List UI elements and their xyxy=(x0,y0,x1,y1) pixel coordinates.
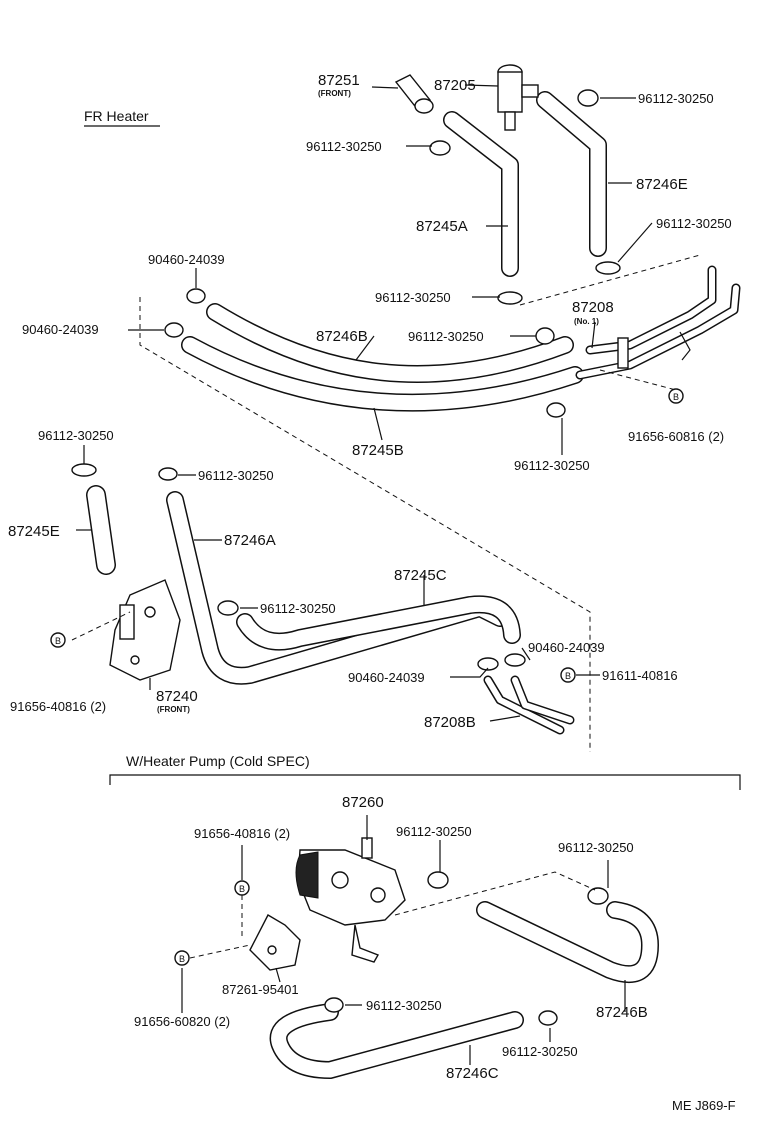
hose-87246E xyxy=(536,91,607,257)
label-clip-c: 90460-24039 xyxy=(528,640,605,655)
clamp-g-part xyxy=(71,463,97,477)
clip-c-part xyxy=(477,657,499,671)
label-87245E: 87245E xyxy=(8,523,60,540)
bolt-c-icon: B xyxy=(50,632,66,648)
bolt-e-icon: B xyxy=(174,950,190,966)
svg-text:B: B xyxy=(239,884,245,894)
hose-87246B-lower xyxy=(476,901,659,983)
tee-87205 xyxy=(497,64,539,131)
clamp-m-part xyxy=(538,1010,558,1026)
label-87240: 87240 xyxy=(156,688,198,705)
label-clip-a: 90460-24039 xyxy=(148,252,225,267)
label-87208B: 87208B xyxy=(424,714,476,731)
label-87245A: 87245A xyxy=(416,218,468,235)
label-clip-d: 90460-24039 xyxy=(348,670,425,685)
clamp-c-part xyxy=(595,261,621,275)
label-bolt-b: 91611-40816 xyxy=(602,668,678,683)
clamp-f-part xyxy=(546,402,566,418)
label-87246B-lower: 87246B xyxy=(596,1004,648,1021)
hose-87245E xyxy=(86,485,116,575)
label-bolt-e: 91656-60820 (2) xyxy=(134,1014,230,1029)
label-bolt-a: 91656-60816 (2) xyxy=(628,429,724,444)
svg-text:B: B xyxy=(55,636,61,646)
label-clamp-a: 96112-30250 xyxy=(638,91,714,106)
label-clamp-k: 96112-30250 xyxy=(558,840,634,855)
bracket-87240 xyxy=(109,579,181,681)
clamp-k-part xyxy=(587,887,609,905)
hose-87246A xyxy=(166,491,509,685)
pipe-87208B xyxy=(483,675,575,735)
label-clamp-l: 96112-30250 xyxy=(366,998,442,1013)
svg-text:B: B xyxy=(565,671,571,681)
clip-b-part xyxy=(164,322,184,338)
bolt-b-icon: B xyxy=(560,667,576,683)
label-clamp-m: 96112-30250 xyxy=(502,1044,578,1059)
assembly-outline xyxy=(71,254,701,959)
clamp-l-part xyxy=(324,997,344,1013)
clip-d-part xyxy=(504,653,526,667)
label-87260: 87260 xyxy=(342,794,384,811)
label-87251: 87251 xyxy=(318,72,360,89)
hose-87246C xyxy=(269,1003,524,1079)
label-87240-sub: (FRONT) xyxy=(157,705,190,714)
bolt-d-icon: B xyxy=(234,880,250,896)
label-87208: 87208 xyxy=(572,299,614,316)
label-clamp-h: 96112-30250 xyxy=(198,468,274,483)
label-clamp-b: 96112-30250 xyxy=(306,139,382,154)
label-clip-b: 90460-24039 xyxy=(22,322,99,337)
fitting-87251 xyxy=(394,74,434,114)
label-clamp-d: 96112-30250 xyxy=(375,290,451,305)
label-bolt-c: 91656-40816 (2) xyxy=(10,699,106,714)
bracket-87261 xyxy=(249,914,301,971)
hose-87245C xyxy=(236,595,521,651)
hose-87245A xyxy=(443,111,519,277)
label-87246B: 87246B xyxy=(316,328,368,345)
label-clamp-f: 96112-30250 xyxy=(514,458,590,473)
label-87245B: 87245B xyxy=(352,442,404,459)
section-title-fr-heater: FR Heater xyxy=(84,108,149,124)
label-clamp-c: 96112-30250 xyxy=(656,216,732,231)
label-clamp-e: 96112-30250 xyxy=(408,329,484,344)
bolt-a-icon: B xyxy=(668,388,684,404)
svg-text:B: B xyxy=(179,954,185,964)
clamp-e-part xyxy=(535,327,555,345)
label-clamp-j: 96112-30250 xyxy=(396,824,472,839)
label-87246C: 87246C xyxy=(446,1065,499,1082)
label-clamp-i: 96112-30250 xyxy=(260,601,336,616)
labels: FR Heater W/Heater Pump (Cold SPEC) 8725… xyxy=(8,72,736,1113)
clamp-d-part xyxy=(497,291,523,305)
leader-lines xyxy=(76,84,653,1065)
label-bolt-d: 91656-40816 (2) xyxy=(194,826,290,841)
label-87245C: 87245C xyxy=(394,567,447,584)
label-87205: 87205 xyxy=(434,77,476,94)
clip-a-part xyxy=(186,288,206,304)
pump-87260 xyxy=(295,837,406,963)
label-87208-sub: (No. 1) xyxy=(574,317,599,326)
footer-code: ME J869-F xyxy=(672,1098,736,1113)
hose-87246B xyxy=(206,303,574,383)
hose-87245B xyxy=(181,336,584,412)
label-87251-sub: (FRONT) xyxy=(318,89,351,98)
clamp-h-part xyxy=(158,467,178,481)
clamp-j-part xyxy=(427,871,449,889)
clamp-b-part xyxy=(429,140,451,156)
svg-text:B: B xyxy=(673,392,679,402)
clamp-a-part xyxy=(577,89,599,107)
clamp-i-part xyxy=(217,600,239,616)
section-divider xyxy=(109,774,741,790)
label-87261: 87261-95401 xyxy=(222,982,299,997)
label-87246A: 87246A xyxy=(224,532,276,549)
label-clamp-g: 96112-30250 xyxy=(38,428,114,443)
section-title-heater-pump: W/Heater Pump (Cold SPEC) xyxy=(126,753,310,769)
pipe-87208-no1 xyxy=(575,265,741,380)
label-87246E: 87246E xyxy=(636,176,688,193)
